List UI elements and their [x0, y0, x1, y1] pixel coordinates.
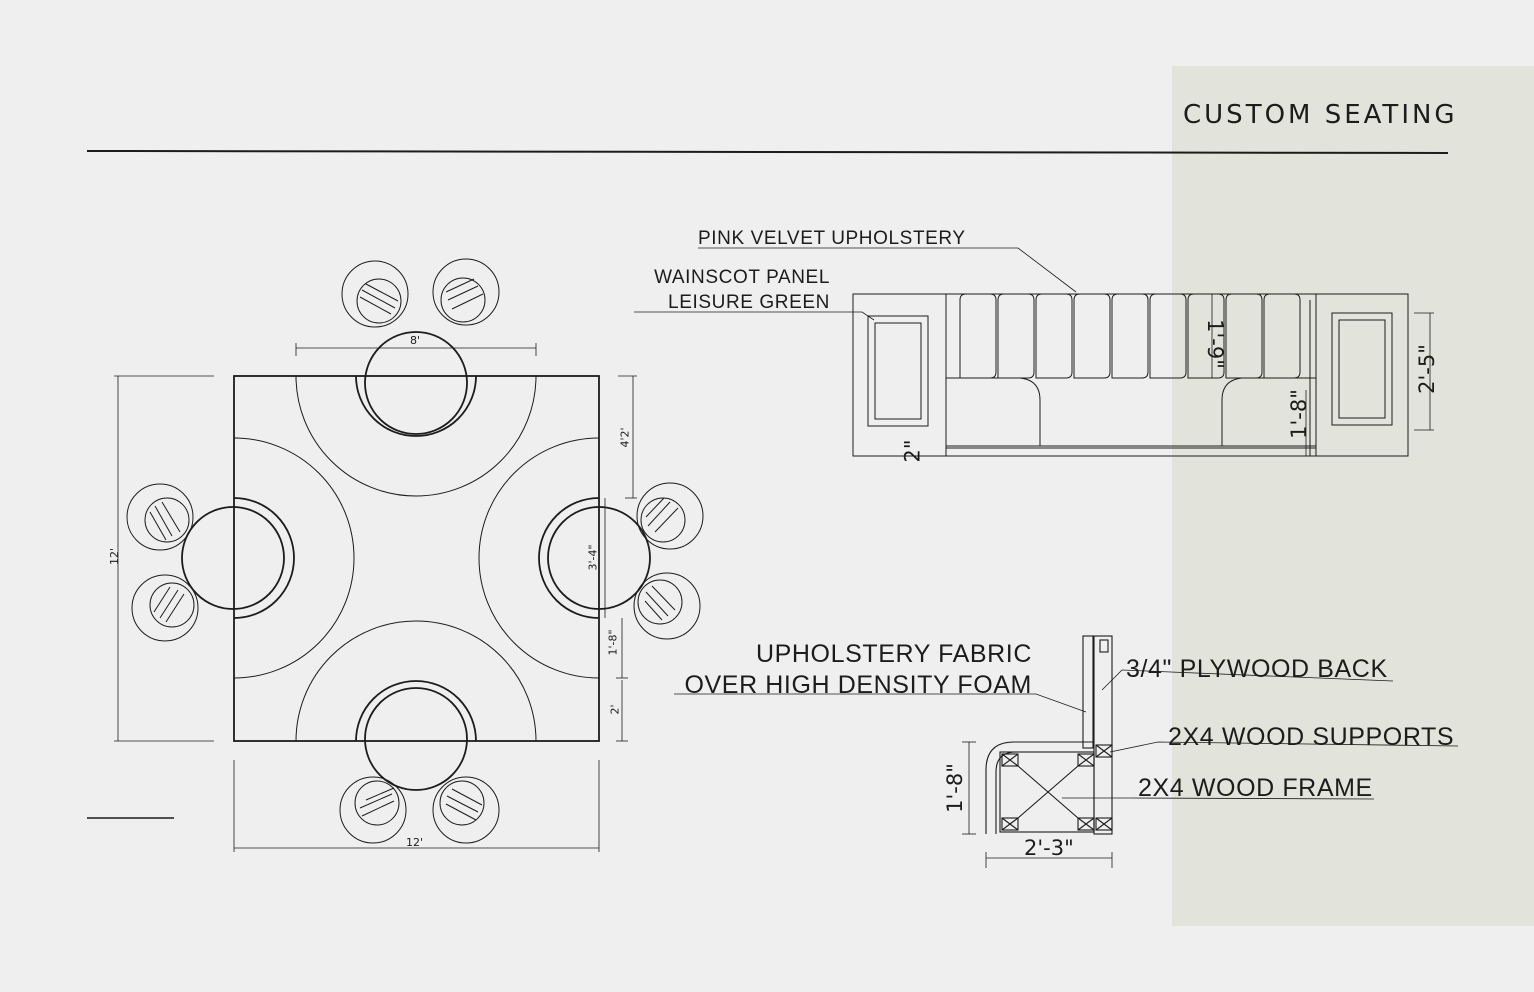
chair-right-bottom [633, 572, 701, 640]
plan-view [114, 258, 704, 852]
plan-dim-right-low: 2' [608, 704, 622, 715]
elevation-view [634, 247, 1434, 457]
plan-dim-bottom: 12' [406, 836, 424, 849]
section-view [674, 635, 1459, 868]
elevation-dim-seat: 1'-8" [1286, 389, 1311, 439]
elevation-dim-total: 2'-5" [1414, 344, 1439, 394]
label-plywood-back: 3/4" PLYWOOD BACK [1126, 655, 1388, 683]
label-leisure-green: LEISURE GREEN [668, 292, 830, 313]
chair-left-bottom [131, 574, 199, 642]
elevation-dim-base: 2" [900, 439, 925, 463]
chair-top-left [341, 260, 409, 328]
chair-bottom-right [432, 776, 500, 844]
plan-dim-right-mid: 3'-4" [586, 544, 600, 571]
label-upholstery-fabric: UPHOLSTERY FABRIC [755, 640, 1032, 668]
chair-right-top [636, 482, 704, 550]
label-wood-frame: 2X4 WOOD FRAME [1138, 774, 1373, 802]
label-pink-velvet: PINK VELVET UPHOLSTERY [698, 228, 966, 249]
elevation-dim-back: 1'-9" [1202, 319, 1227, 369]
plan-dim-right-top: 4'2' [618, 427, 632, 448]
header-rule [86, 150, 1449, 154]
section-dim-height: 1'-8" [942, 763, 967, 813]
label-wainscot-panel: WAINSCOT PANEL [654, 267, 830, 288]
label-high-density-foam: OVER HIGH DENSITY FOAM [684, 671, 1032, 699]
chair-top-right [432, 258, 500, 326]
plan-dim-top: 8' [410, 334, 421, 347]
section-dim-depth: 2'-3" [1024, 836, 1074, 860]
accent-panel [1172, 66, 1534, 926]
label-wood-supports: 2X4 WOOD SUPPORTS [1168, 723, 1455, 751]
chair-bottom-left [339, 776, 407, 844]
plan-dimensions [114, 343, 637, 852]
plan-dim-right-seat: 1'-8" [606, 629, 620, 656]
plan-dim-left: 12' [108, 547, 122, 566]
page-title: CUSTOM SEATING [1183, 100, 1458, 130]
chair-left-top [126, 483, 194, 551]
